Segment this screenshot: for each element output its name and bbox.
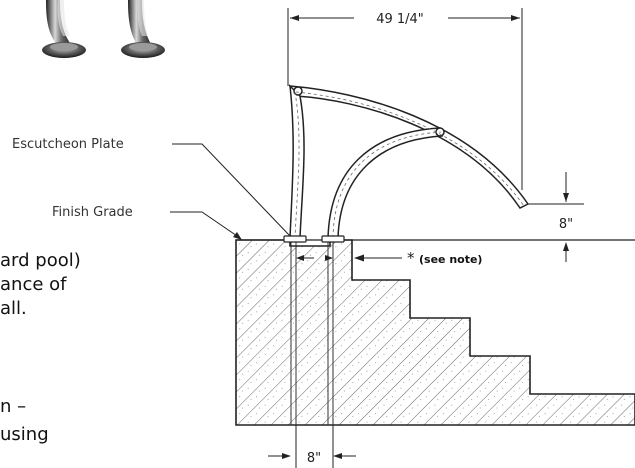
finish-grade-leader [170,211,241,239]
note-label: (see note) [419,253,482,266]
height-dimension [528,172,584,262]
width-dimension-label: 49 1/4" [376,12,424,27]
post-socket-lines [290,240,334,425]
handrail-photo [42,0,165,58]
handrail-centerline [294,91,525,239]
side-text-line-1: ard pool) [0,250,81,271]
side-text-line-3: all. [0,298,27,319]
side-text-line-5: using [0,424,49,445]
note-pointer [354,254,402,262]
base-dimension-label: 8" [307,451,321,466]
escutcheon-plate-label: Escutcheon Plate [12,137,124,152]
escutcheon-plates [283,235,345,243]
base-dimension [268,425,356,468]
handrail-outline [288,83,530,239]
height-dimension-label: 8" [559,217,573,232]
pool-deck-and-steps [235,239,635,426]
side-text-line-4: n – [0,396,26,417]
finish-grade-arrowhead [233,232,242,240]
cropped-side-text: ard pool) ance of all. n – using [0,250,81,445]
side-text-line-2: ance of [0,274,67,295]
width-dimension [287,8,523,190]
gap-arrows [296,255,333,261]
note-asterisk: * [407,249,415,267]
escutcheon-plate-leader [172,143,291,237]
finish-grade-label: Finish Grade [52,205,133,220]
